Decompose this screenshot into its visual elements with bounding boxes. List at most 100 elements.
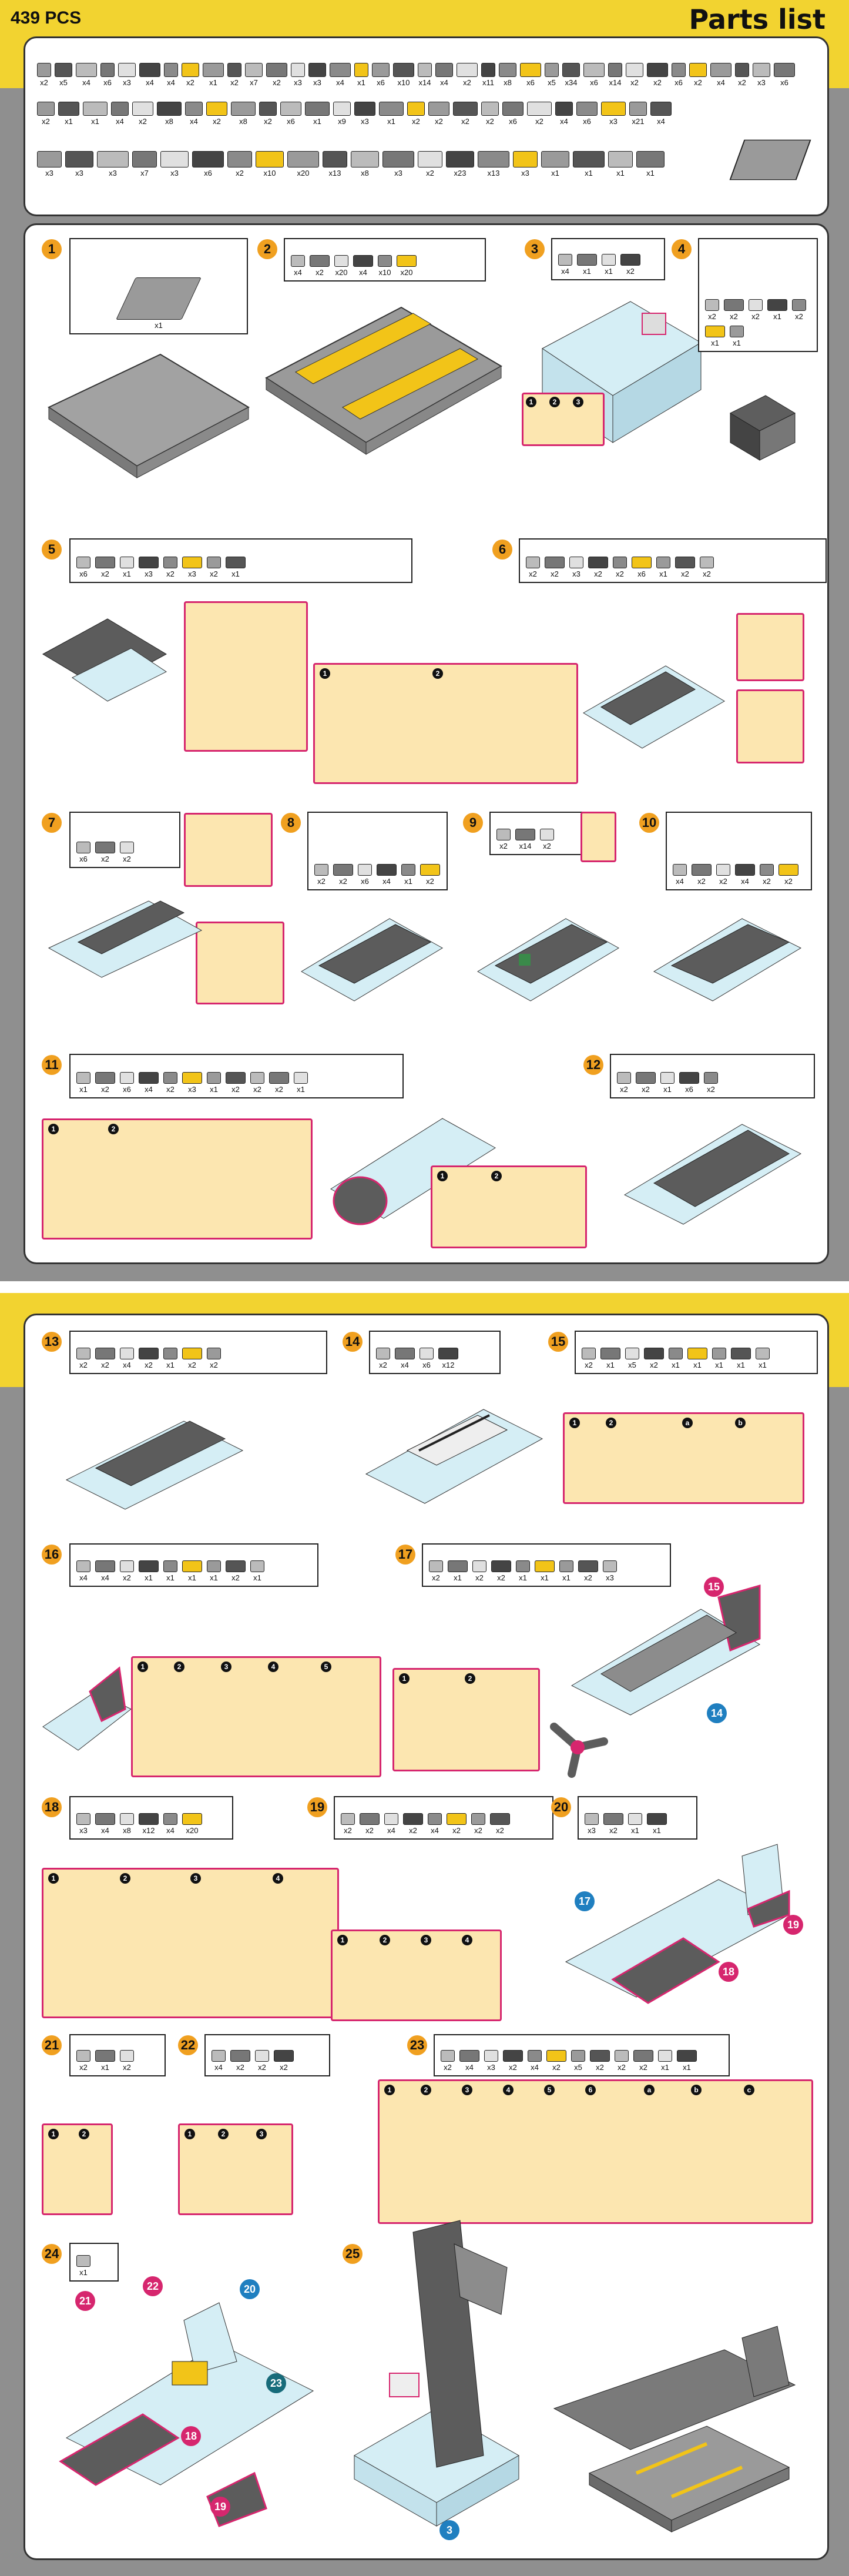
part-quantity: x2 [620, 1085, 628, 1094]
brick-icon [535, 1560, 555, 1572]
part-item: x5 [571, 2050, 585, 2072]
brick-icon [274, 2050, 294, 2062]
part-quantity: x1 [79, 2268, 88, 2277]
part-item: x4 [330, 63, 351, 87]
part-quantity: x7 [250, 78, 258, 87]
step-18-number: 18 [42, 1797, 62, 1817]
part-item: x6 [76, 557, 90, 578]
part-quantity: x1 [101, 2063, 109, 2072]
brick-icon [582, 1348, 596, 1359]
brick-icon [526, 557, 540, 568]
brick-icon [571, 2050, 585, 2062]
brick-icon [76, 63, 97, 77]
step-10-fuselage [653, 918, 802, 1001]
brick-icon [139, 1560, 159, 1572]
part-quantity: x6 [526, 78, 535, 87]
part-quantity: x1 [585, 169, 593, 177]
part-item: x10 [378, 255, 392, 277]
brick-icon [559, 1560, 573, 1572]
brick-icon [95, 2050, 115, 2062]
brick-icon [212, 2050, 226, 2062]
part-item: x2 [617, 1072, 631, 1094]
part-quantity: x1 [659, 570, 667, 578]
part-item: x2 [95, 1072, 115, 1094]
part-quantity: x3 [572, 570, 580, 578]
part-quantity: x4 [101, 1573, 109, 1582]
brick-icon [95, 1813, 115, 1825]
part-item: x2 [226, 1072, 246, 1094]
part-quantity: x2 [618, 2063, 626, 2072]
brick-icon [333, 102, 351, 116]
part-quantity: x2 [213, 117, 221, 126]
part-quantity: x2 [188, 1361, 196, 1369]
part-item: x4 [212, 2050, 226, 2072]
brick-icon [397, 255, 417, 267]
part-item: x3 [585, 1813, 599, 1835]
part-item: x2 [613, 557, 627, 578]
brick-icon [569, 557, 583, 568]
part-quantity: x4 [359, 268, 367, 277]
part-item: x3 [139, 557, 159, 578]
part-item: x1 [535, 1560, 555, 1582]
part-quantity: x3 [75, 169, 83, 177]
part-item: x2 [735, 63, 749, 87]
step-6-number: 6 [492, 540, 512, 560]
part-quantity: x2 [509, 2063, 517, 2072]
step-21-substeps: 1 2 [42, 2123, 113, 2215]
step-15-substeps: 1 2 a b [563, 1412, 804, 1504]
part-item: x2 [139, 1348, 159, 1369]
part-quantity: x1 [387, 117, 395, 126]
part-quantity: x1 [711, 339, 719, 347]
part-quantity: x6 [103, 78, 112, 87]
brick-icon [95, 1348, 115, 1359]
part-item: x1 [163, 1348, 177, 1369]
part-item: x10 [393, 63, 414, 87]
brick-icon [705, 326, 725, 337]
part-quantity: x3 [609, 117, 618, 126]
part-quantity: x3 [170, 169, 179, 177]
brick-icon [590, 2050, 610, 2062]
part-item: x4 [673, 864, 687, 886]
part-item: x2 [527, 102, 552, 126]
part-quantity: x2 [230, 78, 239, 87]
part-quantity: x2 [426, 877, 434, 886]
part-item: x13 [478, 151, 509, 177]
part-item: x3 [182, 1072, 202, 1094]
step-1-baseplate [47, 353, 250, 478]
brick-icon [227, 63, 241, 77]
brick-icon [226, 1560, 246, 1572]
part-quantity: x1 [759, 1361, 767, 1369]
brick-icon [120, 1813, 134, 1825]
part-quantity: x1 [65, 117, 73, 126]
part-item: x3 [97, 151, 129, 177]
brick-icon [705, 299, 719, 311]
step-16-tail [42, 1666, 132, 1751]
part-quantity: x21 [632, 117, 645, 126]
step-6-fuselage [583, 665, 725, 749]
brick-icon [735, 63, 749, 77]
part-quantity: x5 [59, 78, 68, 87]
part-item: x1 [76, 1072, 90, 1094]
part-item: x1 [559, 1560, 573, 1582]
brick-icon [139, 1072, 159, 1084]
part-item: x1 [401, 864, 415, 886]
step-12-number: 12 [583, 1055, 603, 1075]
brick-icon [395, 1348, 415, 1359]
part-item: x2 [447, 1813, 467, 1835]
part-quantity: x2 [653, 78, 662, 87]
part-quantity: x2 [452, 1826, 461, 1835]
part-quantity: x5 [628, 1361, 636, 1369]
part-item: x1 [305, 102, 330, 126]
part-quantity: x2 [42, 117, 50, 126]
part-item: x1 [58, 102, 79, 126]
part-item: x4 [111, 102, 129, 126]
brick-icon [672, 63, 686, 77]
brick-icon [207, 1072, 221, 1084]
